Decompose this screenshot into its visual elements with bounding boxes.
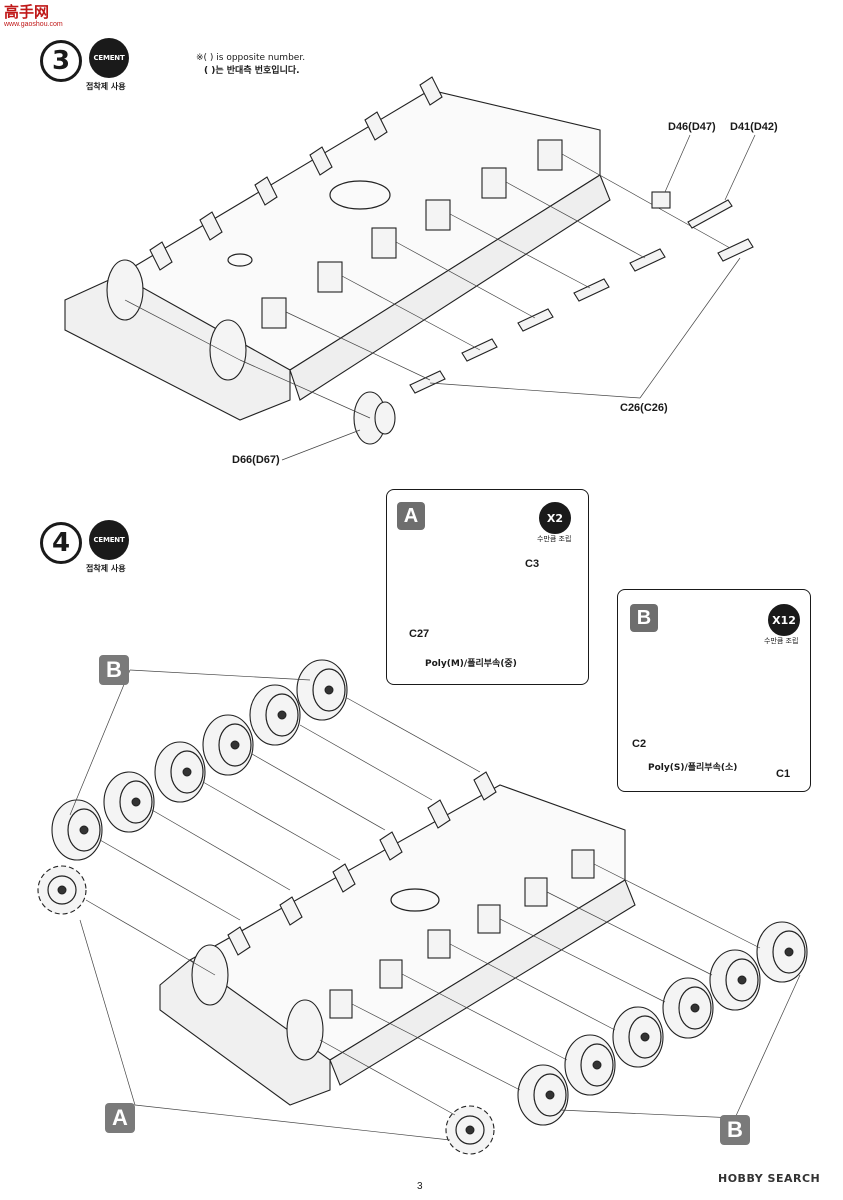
step-3-note-line2: ( )는 반대측 번호입니다. [204, 66, 300, 76]
subassembly-a-times-caption: 수만큼 조립 [537, 535, 572, 543]
label-c2: C2 [632, 738, 647, 750]
step4-sprocket-bottom [134, 1039, 495, 1155]
watermark-url: www.gaoshou.com [4, 21, 63, 28]
subassembly-b-times-icon: X12 [768, 604, 800, 636]
label-d66: D66(D67) [232, 454, 280, 466]
step4-lugs [227, 771, 497, 956]
step4-sprocket-top [37, 865, 216, 1106]
label-poly-s: Poly(S)/폴리부속(소) [648, 763, 738, 773]
label-poly-m: Poly(M)/폴리부속(중) [425, 659, 517, 669]
callout-b-top: B [99, 655, 129, 685]
label-c1: C1 [776, 768, 791, 780]
step4-top-wheels [51, 659, 481, 921]
subassembly-b-times-caption: 수만큼 조립 [764, 637, 799, 645]
step-3-cement-caption: 접착제 사용 [86, 82, 126, 91]
watermark-logo: 高手网 www.gaoshou.com [4, 4, 70, 30]
step4-suspension [329, 849, 595, 1019]
label-c3: C3 [525, 558, 540, 570]
step-4-cement-caption: 접착제 사용 [86, 564, 126, 573]
callout-b-bottom: B [720, 1115, 750, 1145]
label-d41: D41(D42) [730, 121, 778, 133]
subassembly-b-box: B X12 수만큼 조립 1 C2 C1 Poly(S)/폴리부속(소) [617, 589, 811, 792]
step-4-number: 4 [40, 522, 82, 564]
page-number: 3 [417, 1181, 423, 1192]
subassembly-b-letter: B [630, 604, 658, 632]
marker-1: 1 [734, 648, 740, 658]
label-d46: D46(D47) [668, 121, 716, 133]
step4-bottom-wheels [351, 863, 808, 1126]
source-mark: HOBBY SEARCH [718, 1172, 821, 1185]
step-4-cement-icon: CEMENT [89, 520, 129, 560]
subassembly-a-box: A X2 수만큼 조립 C3 C27 Poly(M)/폴리부속(중) [386, 489, 589, 685]
step-3-cement-icon: CEMENT [89, 38, 129, 78]
step-3-note-line1: ※( ) is opposite number. [196, 53, 306, 63]
callout-a-bottom: A [105, 1103, 135, 1133]
step4-hull-drawing [159, 771, 636, 1106]
label-c26: C26(C26) [620, 402, 668, 414]
step3-hull-drawing [64, 76, 756, 461]
watermark-logo-text: 高手网 [4, 3, 50, 21]
label-c27: C27 [409, 628, 430, 640]
step3-lugs [149, 76, 443, 271]
step3-suspension-mounts [261, 139, 563, 329]
step-3-number: 3 [40, 40, 82, 82]
subassembly-a-letter: A [397, 502, 425, 530]
subassembly-a-times-icon: X2 [539, 502, 571, 534]
